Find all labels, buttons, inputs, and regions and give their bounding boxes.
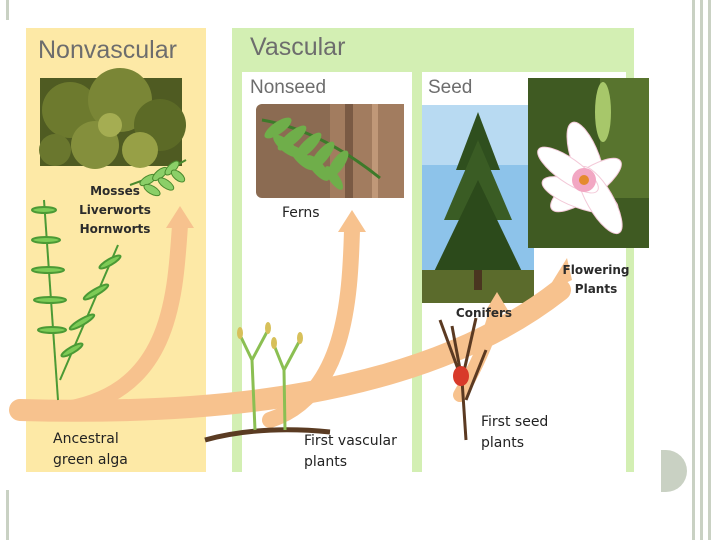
ferns-label: Ferns — [282, 204, 320, 222]
ancestral-label: Ancestral — [53, 430, 119, 448]
first-vascular-label: First vascular — [304, 432, 397, 450]
flowering-label: Flowering — [558, 261, 634, 280]
flowering-plants-label: Plants — [558, 280, 634, 299]
first-vascular-plants-label: plants — [304, 453, 347, 471]
liverworts-label: Liverworts — [74, 201, 156, 220]
first-seed-plants-label: plants — [481, 434, 524, 452]
moss-photo — [39, 68, 186, 169]
hornworts-label: Hornworts — [74, 220, 156, 239]
mosses-label: Mosses — [80, 182, 150, 201]
lily-photo — [528, 78, 649, 248]
conifer-photo — [422, 105, 534, 303]
fern-photo — [256, 104, 404, 198]
conifers-label: Conifers — [450, 304, 518, 323]
first-seed-label: First seed — [481, 413, 548, 431]
green-alga-label: green alga — [53, 451, 128, 469]
